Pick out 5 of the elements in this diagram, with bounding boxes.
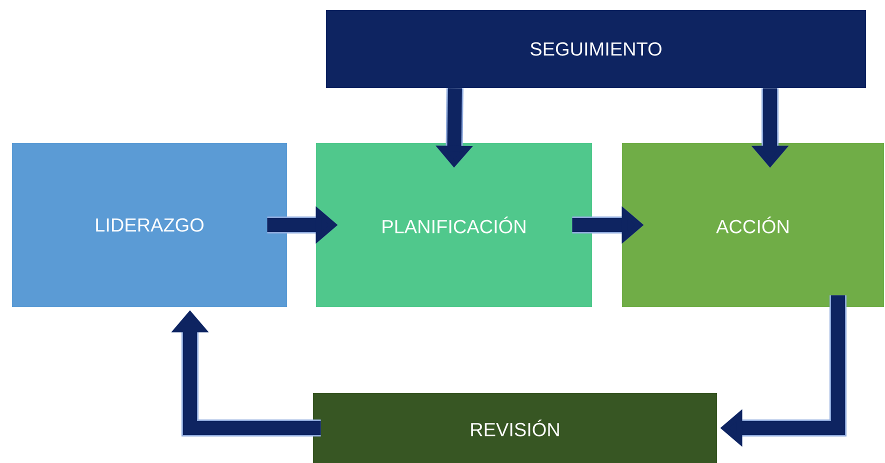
process-box: ACCIÓN: [622, 143, 884, 307]
process-box: REVISIÓN: [313, 393, 718, 463]
process-box: LIDERAZGO: [12, 143, 287, 307]
process-box: PLANIFICACIÓN: [316, 143, 592, 307]
header-bar: SEGUIMIENTO: [326, 10, 866, 88]
